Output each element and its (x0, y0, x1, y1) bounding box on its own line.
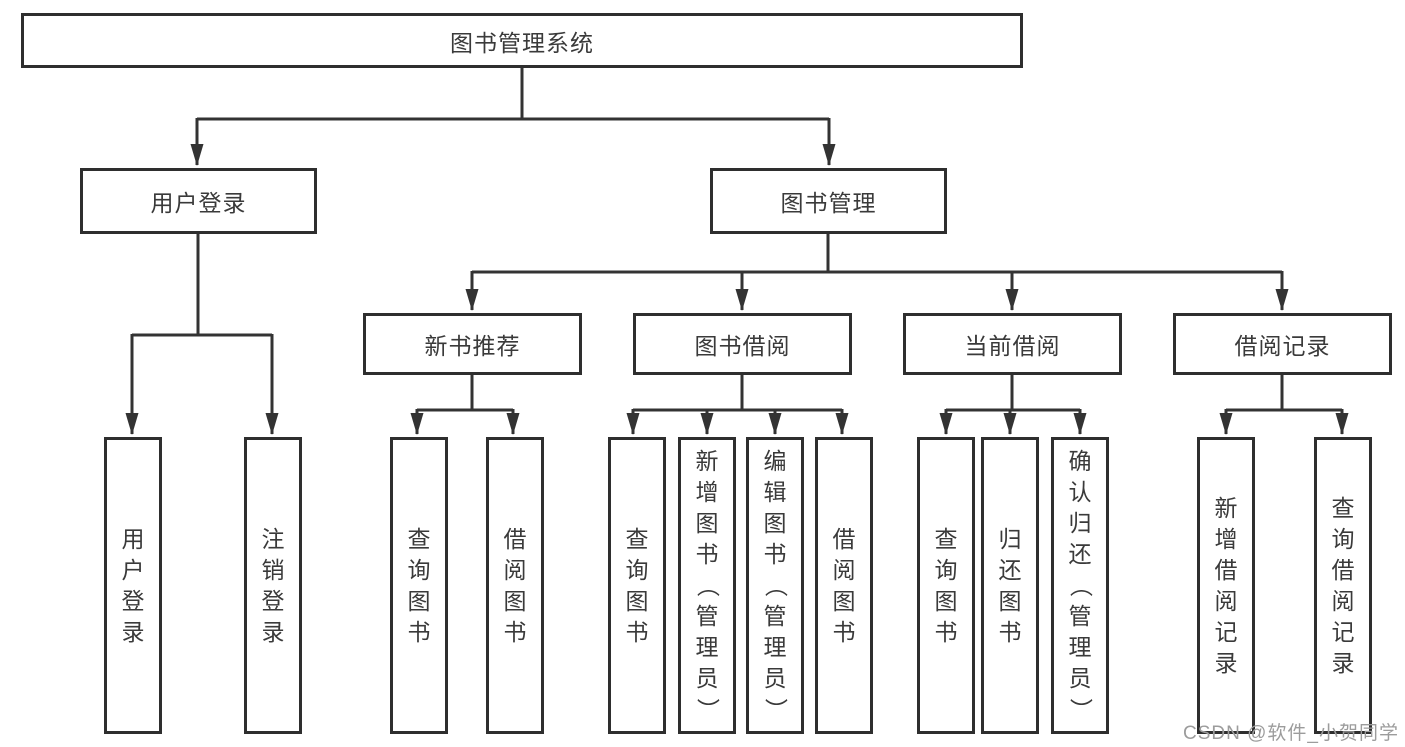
leaf-edit-book-admin: 编辑图书（管理员） (746, 437, 804, 734)
node-label: 查询借阅记录 (1331, 494, 1355, 676)
node-label: 当前借阅 (964, 333, 1061, 359)
leaf-query-books-1: 查询图书 (390, 437, 448, 734)
leaf-query-books-3: 查询图书 (917, 437, 975, 734)
node-system-root: 图书管理系统 (21, 13, 1023, 68)
node-label: 新增借阅记录 (1214, 494, 1238, 676)
node-label: 借阅记录 (1234, 333, 1331, 359)
node-label: 用户登录 (121, 525, 145, 645)
node-label: 新增图书（管理员） (694, 448, 721, 721)
node-label: 图书管理系统 (450, 29, 594, 56)
node-label: 查询图书 (934, 525, 958, 645)
node-label: 确认归还（管理员） (1067, 448, 1094, 721)
leaf-borrow-books-2: 借阅图书 (815, 437, 873, 734)
node-label: 注销登录 (261, 525, 285, 645)
node-label: 查询图书 (625, 525, 649, 645)
node-new-book-recommend: 新书推荐 (363, 313, 582, 375)
node-book-management-branch: 图书管理 (710, 168, 947, 234)
node-label: 归还图书 (998, 525, 1022, 645)
node-borrow-records: 借阅记录 (1173, 313, 1392, 375)
leaf-add-borrow-record: 新增借阅记录 (1197, 437, 1255, 734)
leaf-user-login: 用户登录 (104, 437, 162, 734)
leaf-add-book-admin: 新增图书（管理员） (678, 437, 736, 734)
node-label: 编辑图书（管理员） (762, 448, 789, 721)
node-current-borrow: 当前借阅 (903, 313, 1122, 375)
node-label: 借阅图书 (503, 525, 527, 645)
leaf-borrow-books-1: 借阅图书 (486, 437, 544, 734)
leaf-return-book: 归还图书 (981, 437, 1039, 734)
node-label: 用户登录 (150, 190, 247, 216)
node-label: 图书管理 (780, 190, 877, 216)
node-label: 图书借阅 (694, 333, 791, 359)
node-label: 借阅图书 (832, 525, 856, 645)
leaf-confirm-return-admin: 确认归还（管理员） (1051, 437, 1109, 734)
leaf-query-books-2: 查询图书 (608, 437, 666, 734)
csdn-watermark: CSDN @软件_小贺同学 (1183, 723, 1399, 744)
leaf-logout: 注销登录 (244, 437, 302, 734)
node-book-borrow: 图书借阅 (633, 313, 852, 375)
node-user-login-branch: 用户登录 (80, 168, 317, 234)
leaf-query-borrow-record: 查询借阅记录 (1314, 437, 1372, 734)
node-label: 查询图书 (407, 525, 431, 645)
node-label: 新书推荐 (424, 333, 521, 359)
